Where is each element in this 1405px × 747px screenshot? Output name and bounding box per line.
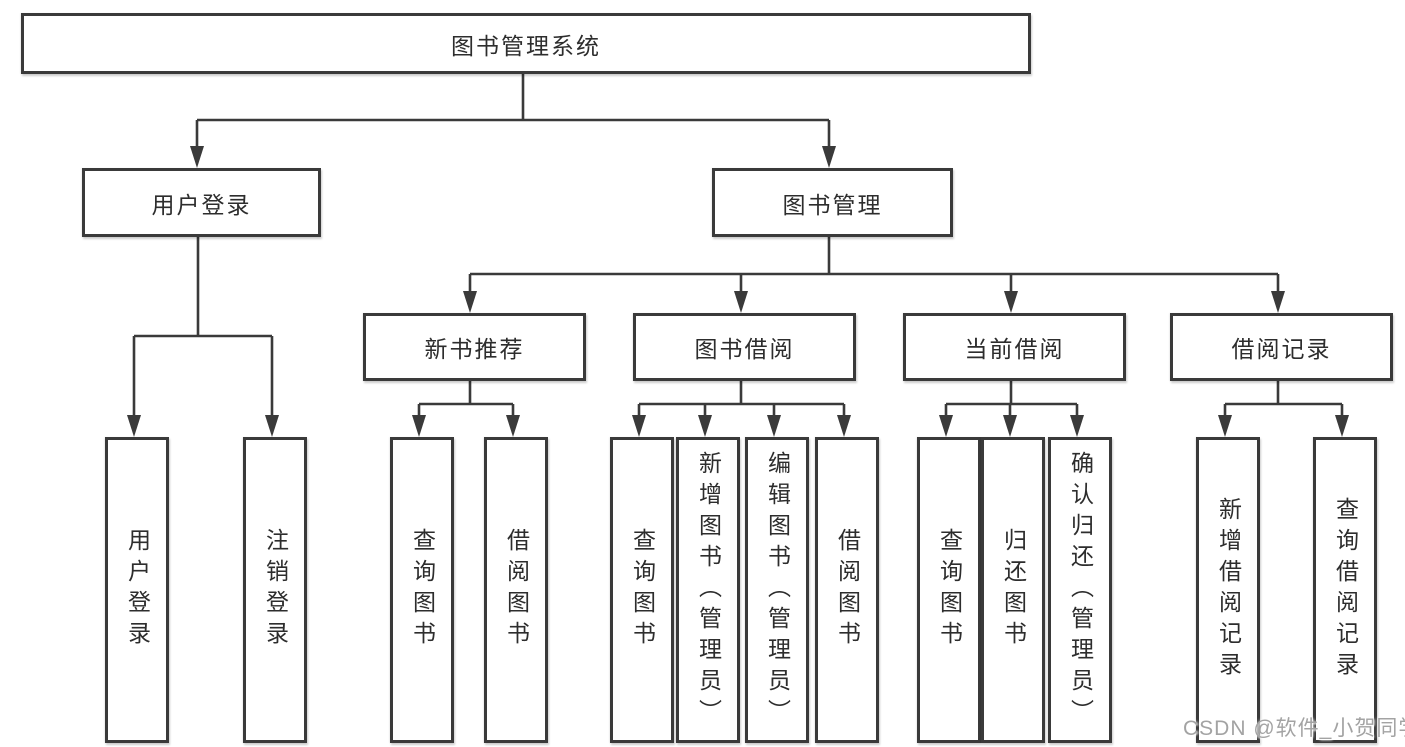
node-cb-confirm-return-admin: 确认归还（管理员）: [1048, 437, 1112, 743]
node-nbr-query-books: 查询图书: [390, 437, 454, 743]
node-current-borrowing: 当前借阅: [903, 313, 1126, 381]
node-book-borrowing: 图书借阅: [633, 313, 856, 381]
node-logout-leaf: 注销登录: [243, 437, 307, 743]
node-new-book-recommend: 新书推荐: [363, 313, 586, 381]
node-book-management: 图书管理: [712, 168, 953, 237]
node-bb-query-books: 查询图书: [610, 437, 674, 743]
node-user-login: 用户登录: [82, 168, 321, 237]
node-bb-borrow-books: 借阅图书: [815, 437, 879, 743]
node-library-management-system: 图书管理系统: [21, 13, 1031, 74]
node-nbr-borrow-books: 借阅图书: [484, 437, 548, 743]
node-borrowing-records: 借阅记录: [1170, 313, 1393, 381]
node-user-login-leaf: 用户登录: [105, 437, 169, 743]
watermark-text: CSDN @软件_小贺同学: [1183, 717, 1405, 740]
node-br-add-record: 新增借阅记录: [1196, 437, 1260, 743]
node-cb-query-books: 查询图书: [917, 437, 981, 743]
node-bb-edit-books-admin: 编辑图书（管理员）: [745, 437, 809, 743]
node-cb-return-books: 归还图书: [981, 437, 1045, 743]
node-br-query-record: 查询借阅记录: [1313, 437, 1377, 743]
node-bb-add-books-admin: 新增图书（管理员）: [676, 437, 740, 743]
